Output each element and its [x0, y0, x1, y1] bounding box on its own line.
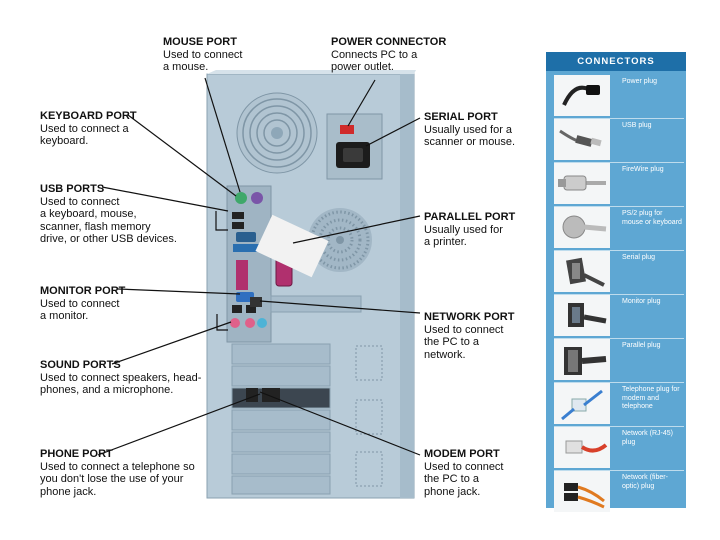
ps2-mouse-port-icon: [235, 192, 247, 204]
connectors-title: CONNECTORS: [546, 52, 686, 71]
connector-item: Network (RJ-45) plug: [550, 427, 684, 471]
connector-label: FireWire plug: [622, 166, 664, 173]
power-connector-desc: Connects PC to a power outlet.: [331, 48, 418, 74]
side-vents: [355, 345, 383, 487]
ps2-keyboard-port-icon: [251, 192, 263, 204]
monitor-plug-icon: [554, 295, 610, 336]
connector-label: Serial plug: [622, 254, 656, 261]
usb-ports-label: USB PORTS Used to connect a keyboard, mo…: [40, 183, 177, 246]
usb-ports-title: USB PORTS: [40, 183, 105, 195]
expansion-slots: [231, 295, 362, 495]
fiber-optic-plug-icon: [554, 471, 610, 512]
fan-grille: [236, 92, 318, 174]
network-port-title: NETWORK PORT: [424, 311, 515, 323]
usb-port-icon: [232, 212, 244, 219]
network-plug-icon: [554, 427, 610, 468]
connector-label: Network (fiber-optic) plug: [622, 474, 668, 490]
barcode-label: [255, 214, 329, 278]
connector-label: Parallel plug: [622, 342, 661, 349]
phone-port-icon: [262, 388, 280, 402]
connector-item: USB plug: [550, 119, 684, 163]
usb-port-icon: [232, 222, 244, 229]
telephone-plug-icon: [554, 383, 610, 424]
usb-ports-desc: Used to connect a keyboard, mouse, scann…: [40, 195, 177, 246]
audio-jack-icon: [230, 318, 240, 328]
parallel-port-title: PARALLEL PORT: [424, 211, 516, 223]
connector-item: Network (fiber-optic) plug: [550, 471, 684, 512]
connector-label: Monitor plug: [622, 298, 661, 305]
connector-label: USB plug: [622, 122, 652, 129]
sound-ports-title: SOUND PORTS: [40, 359, 121, 371]
network-port-icon: [250, 297, 262, 307]
modem-port-desc: Used to connect the PC to a phone jack.: [424, 460, 504, 498]
sound-ports-label: SOUND PORTS Used to connect speakers, he…: [40, 359, 201, 397]
serial-port-title: SERIAL PORT: [424, 111, 498, 123]
connector-item: PS/2 plug for mouse or keyboard: [550, 207, 684, 251]
parallel-port-icon: [236, 260, 248, 290]
audio-jack-icon: [245, 318, 255, 328]
voltage-switch-icon: [340, 125, 354, 134]
parallel-port-desc: Usually used for a printer.: [424, 223, 503, 249]
keyboard-port-desc: Used to connect a keyboard.: [40, 122, 129, 148]
connector-item: Parallel plug: [550, 339, 684, 383]
connector-item: Monitor plug: [550, 295, 684, 339]
phone-port-title: PHONE PORT: [40, 448, 113, 460]
monitor-port-title: MONITOR PORT: [40, 285, 126, 297]
parallel-port-label: PARALLEL PORT Usually used for a printer…: [424, 211, 515, 249]
phone-port-desc: Used to connect a telephone so you don't…: [40, 460, 195, 498]
ps2-plug-icon: [554, 207, 610, 248]
connector-label: Telephone plug for modem and telephone: [622, 386, 680, 410]
mouse-port-desc: Used to connect a mouse.: [163, 48, 243, 74]
audio-jack-icon: [257, 318, 267, 328]
keyboard-port-title: KEYBOARD PORT: [40, 110, 137, 122]
power-supply: [326, 113, 383, 180]
leader-lines: [97, 77, 421, 456]
keyboard-port-label: KEYBOARD PORT Used to connect a keyboard…: [40, 110, 137, 148]
parallel-plug-icon: [554, 339, 610, 380]
connector-label: Power plug: [622, 78, 658, 85]
modem-port-label: MODEM PORT Used to connect the PC to a p…: [424, 448, 504, 498]
usb-plug-icon: [554, 119, 610, 160]
connectors-panel: CONNECTORS Power plug USB plug FireWire …: [546, 52, 686, 512]
mouse-port-label: MOUSE PORT Used to connect a mouse.: [163, 36, 243, 74]
monitor-port-label: MONITOR PORT Used to connect a monitor.: [40, 285, 125, 323]
connector-label: PS/2 plug for mouse or keyboard: [622, 210, 682, 226]
network-port-label: NETWORK PORT Used to connect the PC to a…: [424, 311, 514, 361]
sound-ports-desc: Used to connect speakers, head- phones, …: [40, 371, 202, 397]
mouse-port-title: MOUSE PORT: [163, 36, 237, 48]
io-panel: [226, 185, 293, 343]
connector-item: FireWire plug: [550, 163, 684, 207]
vent-grid: [308, 208, 372, 272]
serial-port-icon: [236, 232, 256, 242]
power-connector-title: POWER CONNECTOR: [331, 36, 447, 48]
monitor-port-icon: [236, 292, 254, 302]
serial-port-label: SERIAL PORT Usually used for a scanner o…: [424, 111, 515, 149]
serial-plug-icon: [554, 251, 610, 292]
firewire-plug-icon: [554, 163, 610, 204]
power-connector-label: POWER CONNECTOR Connects PC to a power o…: [331, 36, 446, 74]
phone-port-label: PHONE PORT Used to connect a telephone s…: [40, 448, 195, 498]
network-port-desc: Used to connect the PC to a network.: [424, 323, 504, 361]
power-plug-icon: [554, 75, 610, 116]
connector-item: Serial plug: [550, 251, 684, 295]
connector-label: Network (RJ-45) plug: [622, 430, 673, 446]
connector-item: Power plug: [550, 75, 684, 119]
monitor-port-desc: Used to connect a monitor.: [40, 297, 120, 323]
connector-item: Telephone plug for modem and telephone: [550, 383, 684, 427]
serial-port-desc: Usually used for a scanner or mouse.: [424, 123, 516, 149]
modem-port-title: MODEM PORT: [424, 448, 500, 460]
